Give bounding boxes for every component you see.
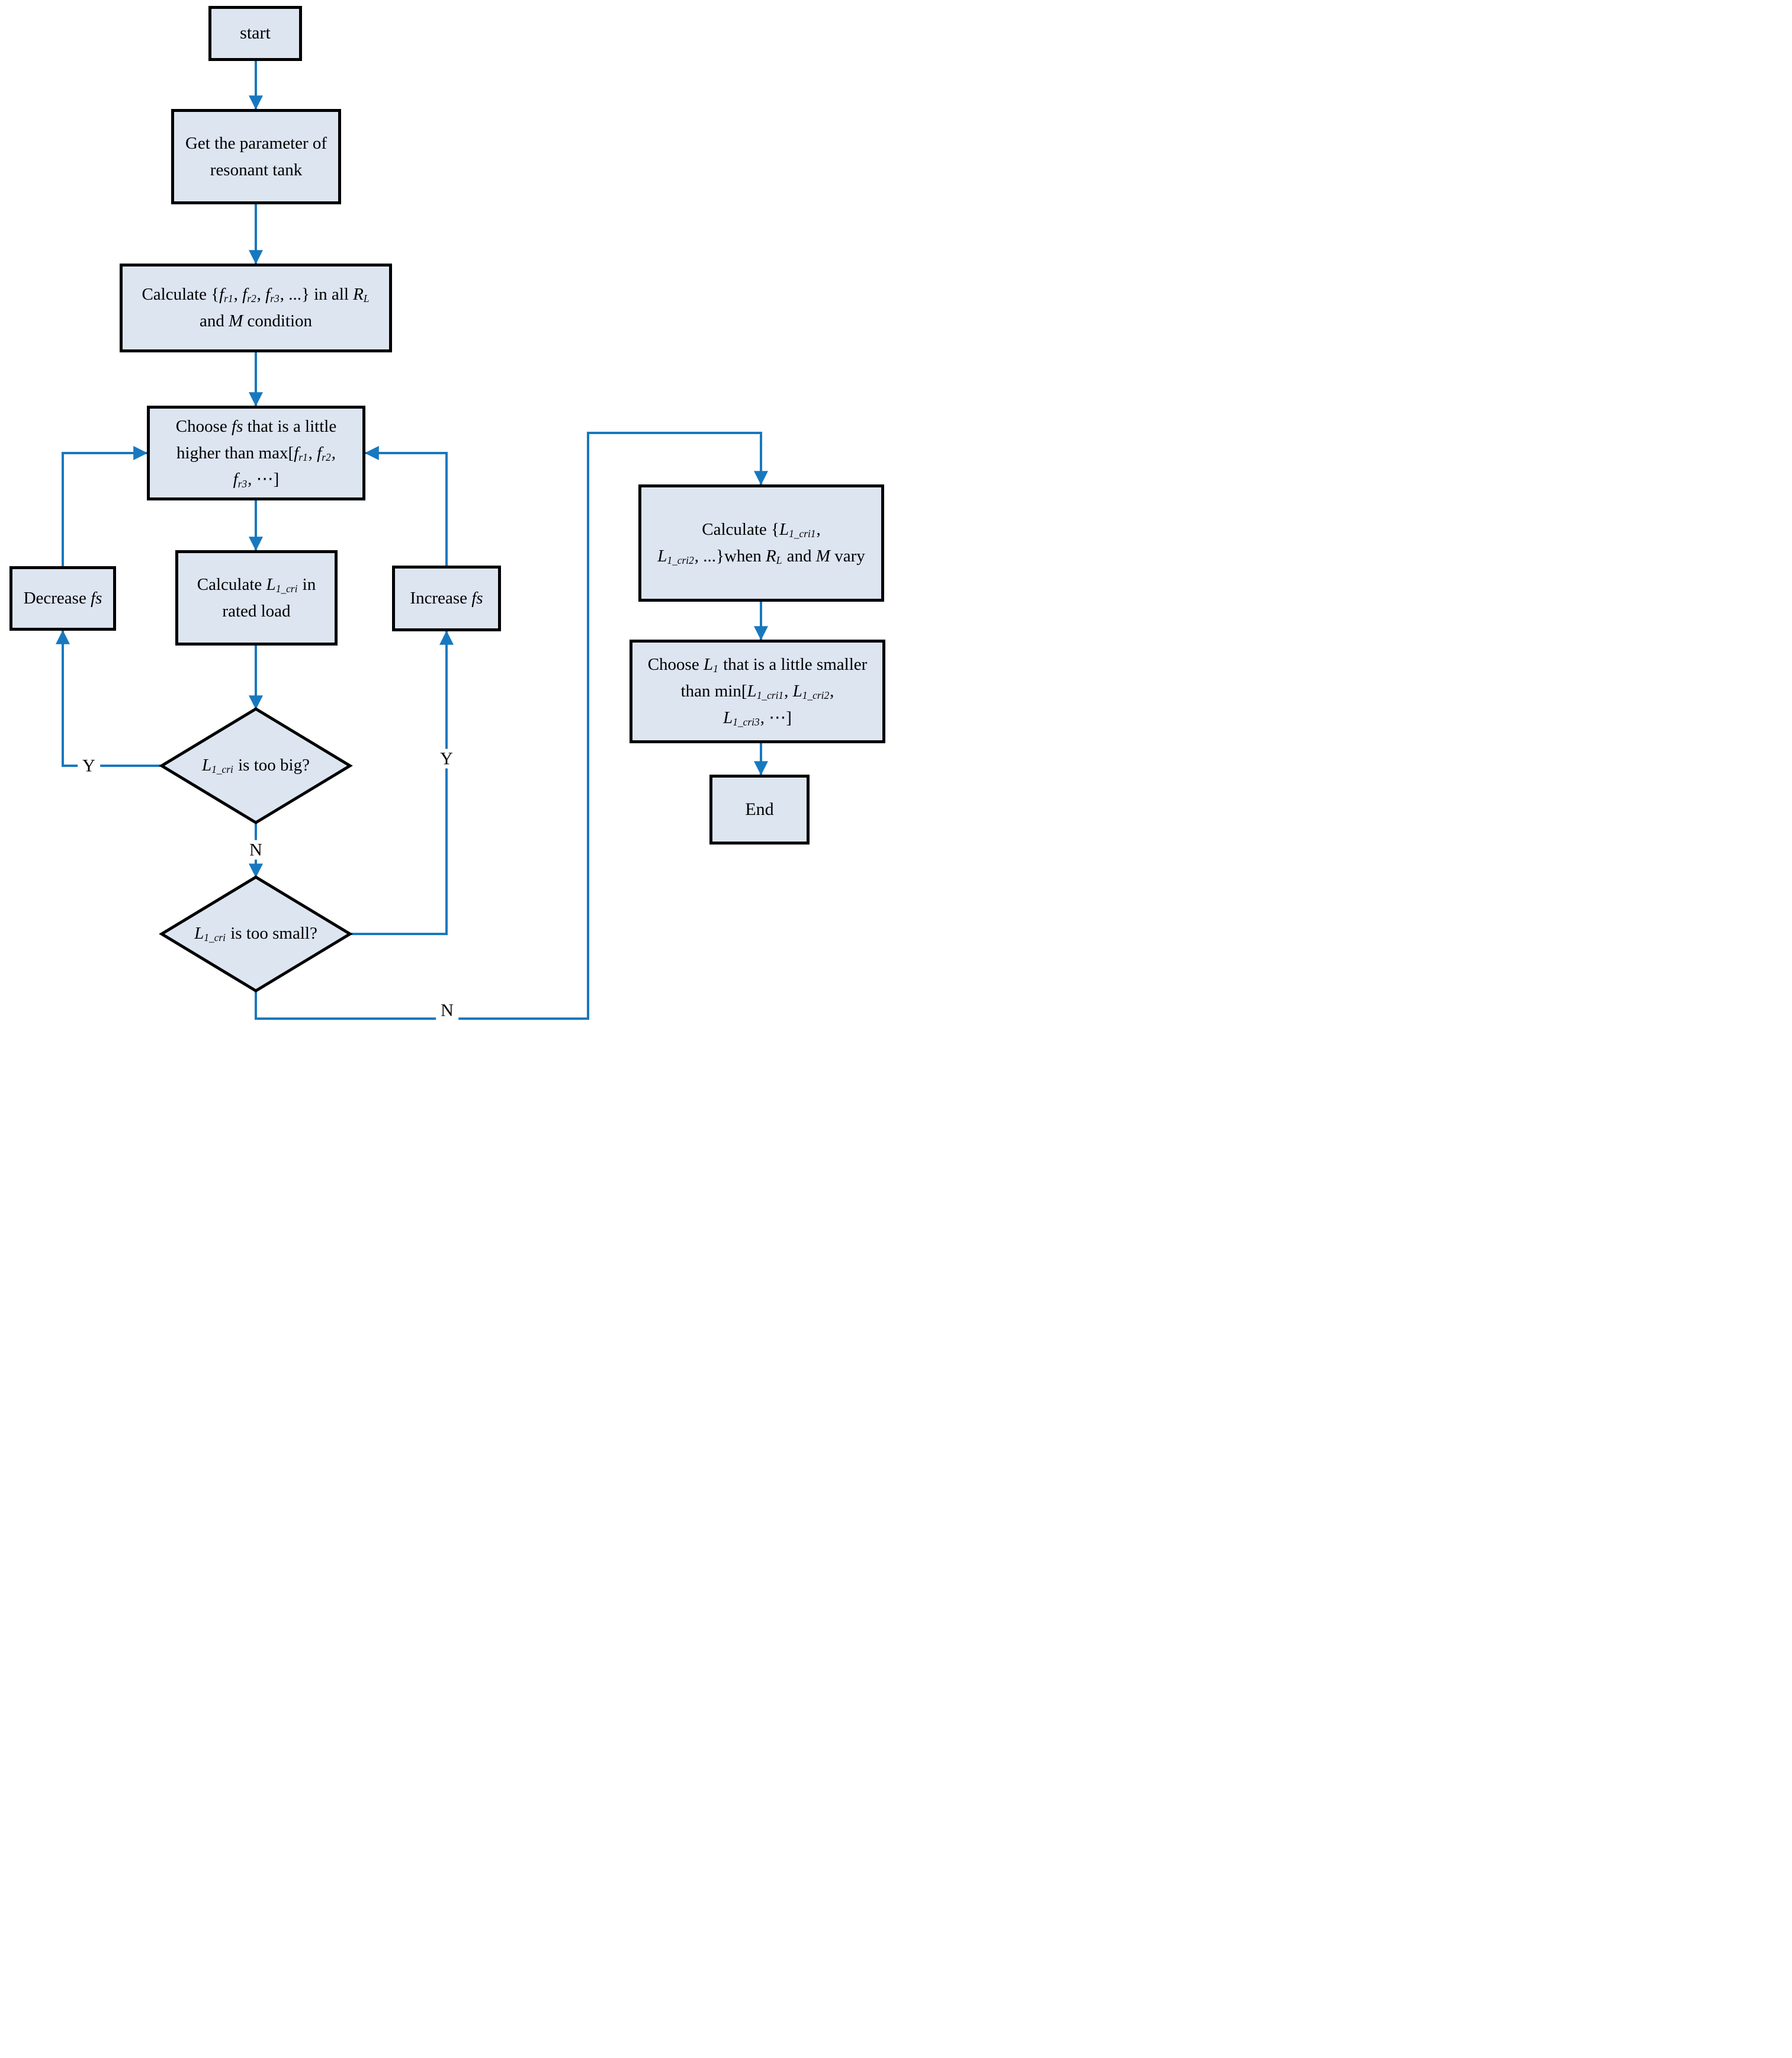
branch-label-yes-right: Y: [435, 749, 458, 769]
node-start: start: [208, 6, 302, 61]
branch-label-no-middle: N: [245, 840, 267, 860]
flow-toobig-y-to-decrease: [56, 630, 162, 767]
node-end: End: [709, 775, 810, 845]
flow-increase-to-choosefs: [364, 446, 448, 566]
flow-toosmall-y-to-increase: [350, 630, 454, 935]
branch-label-yes-left: Y: [78, 756, 100, 776]
node-decrease-fs: Decrease fs: [9, 566, 116, 631]
decision-shape-l1cri-too-big: [159, 707, 353, 824]
flow-decrease-to-choosefs: [62, 446, 148, 566]
node-increase-fs: Increase fs: [392, 566, 501, 631]
branch-label-no-bottom: N: [436, 1000, 458, 1020]
node-calculate-l1cri-set: Calculate {L1_cri1,L1_cri2, ...}when RL …: [638, 484, 884, 602]
node-calculate-fr: Calculate {fr1, fr2, fr3, ...} in all RL…: [120, 264, 392, 352]
decision-shape-l1cri-too-small: [159, 875, 353, 993]
connector-layer: [56, 61, 768, 1020]
flow-toosmall-n-to-calcl1criset: [255, 432, 768, 1020]
